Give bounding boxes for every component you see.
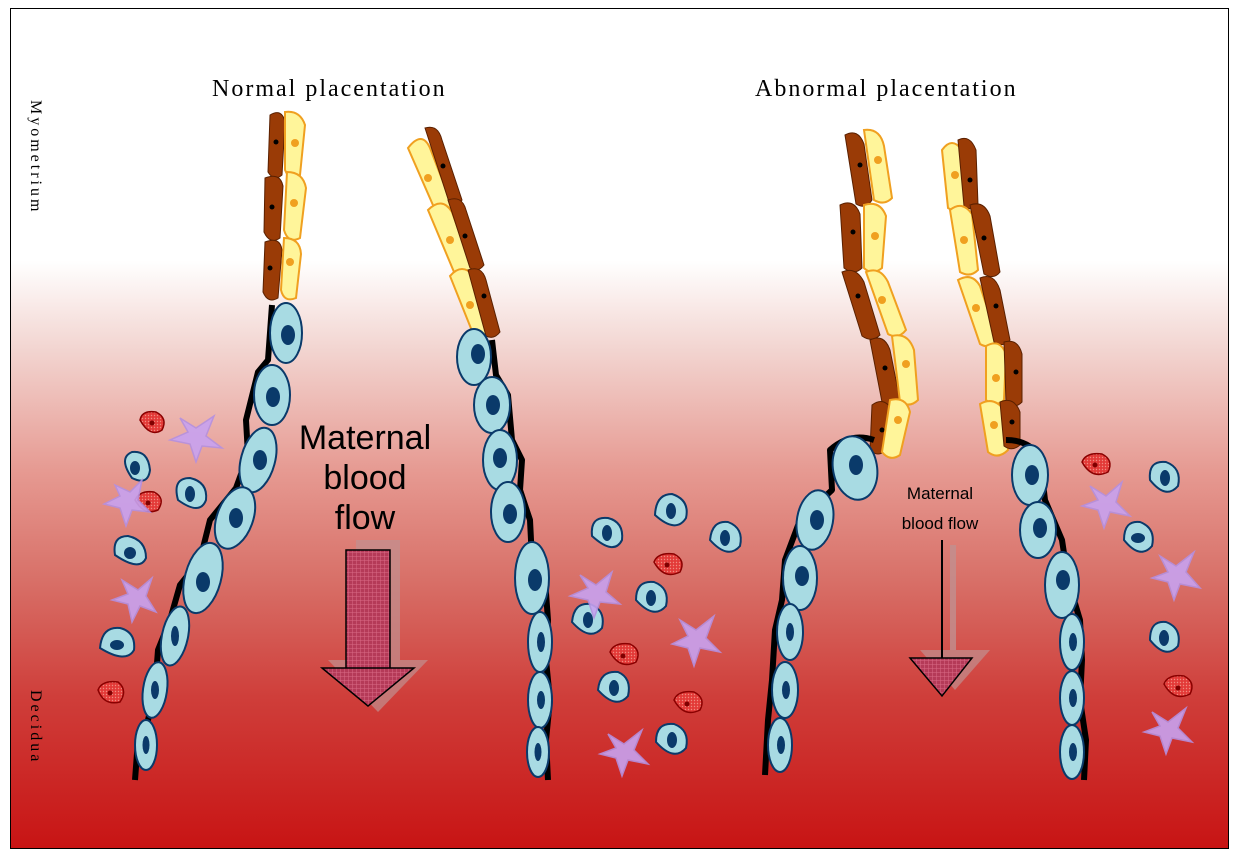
trophoblast-cells (457, 329, 552, 777)
scattered-cells-middle (570, 494, 741, 776)
normal-blood-flow-label: Maternal blood flow (280, 418, 450, 538)
down-arrow-icon (322, 540, 428, 712)
abnormal-left-vessel-wall (765, 130, 918, 775)
smooth-muscle-cells (942, 138, 1022, 455)
normal-placentation-title: Normal placentation (212, 76, 447, 103)
normal-flow-line-3: flow (280, 498, 450, 538)
smooth-muscle-cells (840, 130, 918, 458)
smooth-muscle-cells (408, 127, 500, 337)
abnormal-placentation-title: Abnormal placentation (755, 76, 1018, 103)
scattered-cells-right (1082, 454, 1200, 754)
decidua-label: Decidua (26, 690, 44, 764)
normal-flow-line-2: blood (280, 458, 450, 498)
myometrium-label: Myometrium (26, 100, 44, 214)
abnormal-flow-line-2: blood flow (865, 509, 1015, 539)
down-arrow-icon-small (910, 540, 990, 696)
trophoblast-cells (1012, 445, 1084, 779)
normal-flow-line-1: Maternal (280, 418, 450, 458)
abnormal-blood-flow-label: Maternal blood flow (865, 479, 1015, 539)
abnormal-right-vessel-wall (942, 138, 1086, 780)
abnormal-flow-line-1: Maternal (865, 479, 1015, 509)
smooth-muscle-cells (263, 112, 306, 300)
trophoblast-cells (135, 303, 302, 770)
